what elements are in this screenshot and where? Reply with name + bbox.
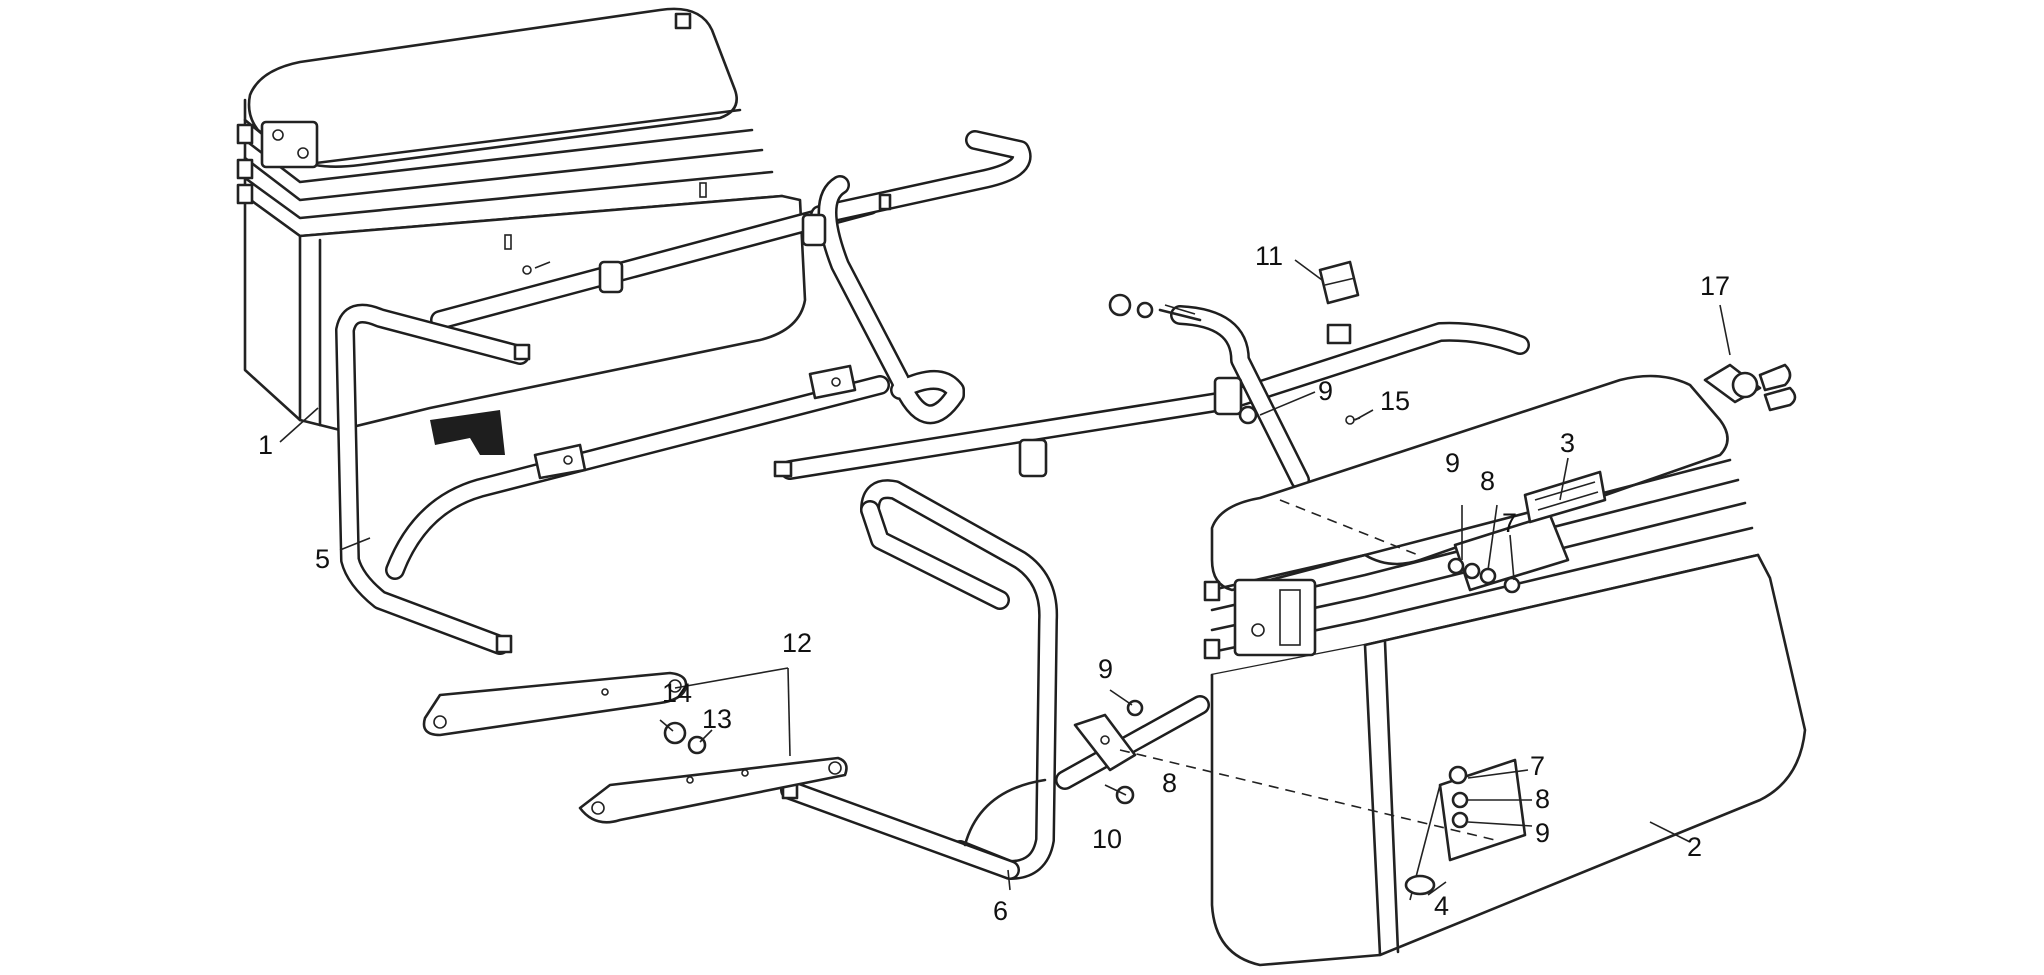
callout-12: 12 bbox=[782, 628, 812, 658]
callout-6: 6 bbox=[993, 896, 1008, 926]
callout-15: 15 bbox=[1380, 386, 1410, 416]
callout-1: 1 bbox=[258, 430, 273, 460]
callout-7-lower: 7 bbox=[1530, 751, 1545, 781]
callout-5: 5 bbox=[315, 544, 330, 574]
left-pannier-case bbox=[236, 7, 807, 455]
right-pannier-case bbox=[1119, 374, 1807, 967]
callout-10: 10 bbox=[1092, 824, 1122, 854]
callout-labels: 1 2 3 4 5 6 7 7 8 8 8 9 9 9 9 10 11 12 1… bbox=[258, 241, 1730, 926]
callout-8-lower: 8 bbox=[1535, 784, 1550, 814]
callout-4: 4 bbox=[1434, 891, 1449, 921]
mounting-plates bbox=[422, 671, 848, 824]
left-lower-frame bbox=[335, 303, 890, 655]
callout-2: 2 bbox=[1687, 832, 1702, 862]
lock-assembly bbox=[1703, 363, 1797, 412]
callout-17: 17 bbox=[1700, 271, 1730, 301]
callout-9-case: 9 bbox=[1445, 448, 1460, 478]
right-case-hinge bbox=[1233, 578, 1317, 657]
callout-9-lower: 9 bbox=[1535, 818, 1550, 848]
callout-11: 11 bbox=[1255, 241, 1283, 271]
callout-8-middle: 8 bbox=[1162, 768, 1177, 798]
right-upper-frame bbox=[773, 293, 1530, 490]
right-lower-frame bbox=[780, 479, 1210, 880]
callout-3: 3 bbox=[1560, 428, 1575, 458]
callout-8-upper: 8 bbox=[1480, 466, 1495, 496]
upper-frame-tube bbox=[430, 130, 1032, 425]
clip-part bbox=[1318, 260, 1360, 305]
callout-9-bracket: 9 bbox=[1098, 654, 1113, 684]
callout-7-upper: 7 bbox=[1502, 508, 1517, 538]
callout-13: 13 bbox=[702, 704, 732, 734]
callout-9-top: 9 bbox=[1318, 376, 1333, 406]
callout-14: 14 bbox=[662, 678, 692, 708]
leader-lines bbox=[279, 259, 1731, 896]
left-case-hinge bbox=[260, 120, 319, 169]
